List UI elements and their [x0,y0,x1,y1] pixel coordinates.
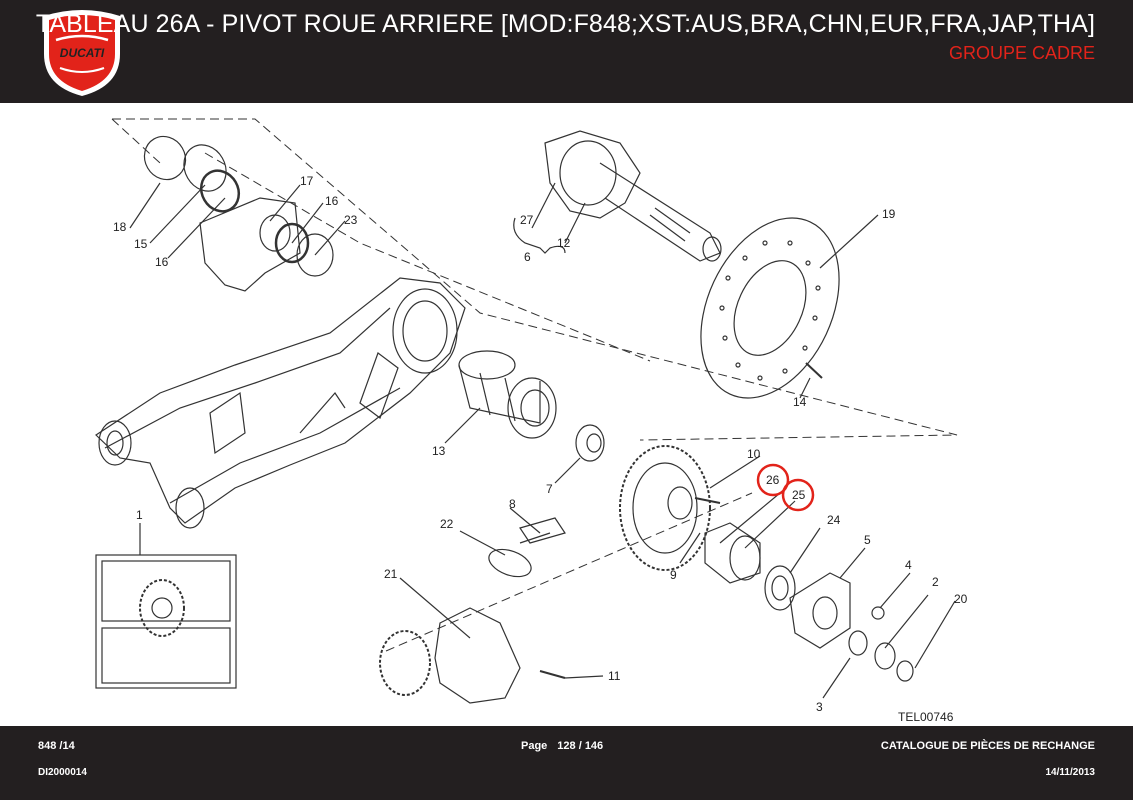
exploded-parts-diagram: 1 2 3 4 5 6 7 8 9 10 11 12 13 14 15 16 1… [95,118,968,724]
footer-model: 848 /14 [38,740,75,752]
diagram-reference: TEL00746 [898,710,954,724]
callout-16-a: 16 [155,255,169,269]
sprocket-drawing [619,445,711,571]
page-title: TABLEAU 26A - PIVOT ROUE ARRIERE [MOD:F8… [35,10,1095,38]
callout-7: 7 [546,482,553,496]
callout-13: 13 [432,444,446,458]
footer-bar: 848 /14 Page 128 / 146 CATALOGUE DE PIÈCE… [0,726,1133,800]
callout-14: 14 [793,395,807,409]
callout-21: 21 [384,567,398,581]
callout-10: 10 [747,447,761,461]
callout-27: 27 [520,213,534,227]
callout-6: 6 [524,250,531,264]
swingarm-drawing [95,277,466,529]
callout-25: 25 [792,488,806,502]
footer-catalog: CATALOGUE DE PIÈCES DE RECHANGE [880,740,1095,752]
callout-22: 22 [440,517,454,531]
callout-8: 8 [509,497,516,511]
callout-labels: 1 2 3 4 5 6 7 8 9 10 11 12 13 14 15 16 1… [113,174,968,714]
callout-12: 12 [557,236,571,250]
callout-24: 24 [827,513,841,527]
footer-page: Page 128 / 146 [521,740,613,752]
highlight-circle-25 [781,478,815,512]
spacer-drawing [575,424,605,462]
callout-5: 5 [864,533,871,547]
callout-11: 11 [608,669,621,683]
footer-date: 14/11/2013 [1045,767,1096,778]
ducati-logo: DUCATI [44,10,120,96]
callout-9: 9 [670,568,677,582]
callout-16-b: 16 [325,194,339,208]
callout-4: 4 [905,558,912,572]
brake-disc-drawing [700,217,840,399]
footer-page-value: 128 / 146 [557,740,604,752]
header-bar: DUCATI TABLEAU 26A - PIVOT ROUE ARRIERE … [0,0,1133,103]
callout-15: 15 [134,237,148,251]
callout-26: 26 [766,473,780,487]
callout-1: 1 [136,508,143,522]
footer-page-label: Page [521,740,548,752]
highlight-circle-26 [756,463,790,497]
callout-23: 23 [344,213,358,227]
callout-2: 2 [932,575,939,589]
svg-text:DUCATI: DUCATI [60,46,105,60]
eccentric-hub-drawing [458,350,557,439]
callout-18: 18 [113,220,127,234]
wheel-shaft-drawing [544,130,722,262]
footer-code: DI2000014 [38,767,87,778]
callout-20: 20 [954,592,968,606]
callout-19: 19 [882,207,896,221]
callout-3: 3 [816,700,823,714]
callout-17: 17 [300,174,314,188]
page-subtitle: GROUPE CADRE [948,43,1095,63]
